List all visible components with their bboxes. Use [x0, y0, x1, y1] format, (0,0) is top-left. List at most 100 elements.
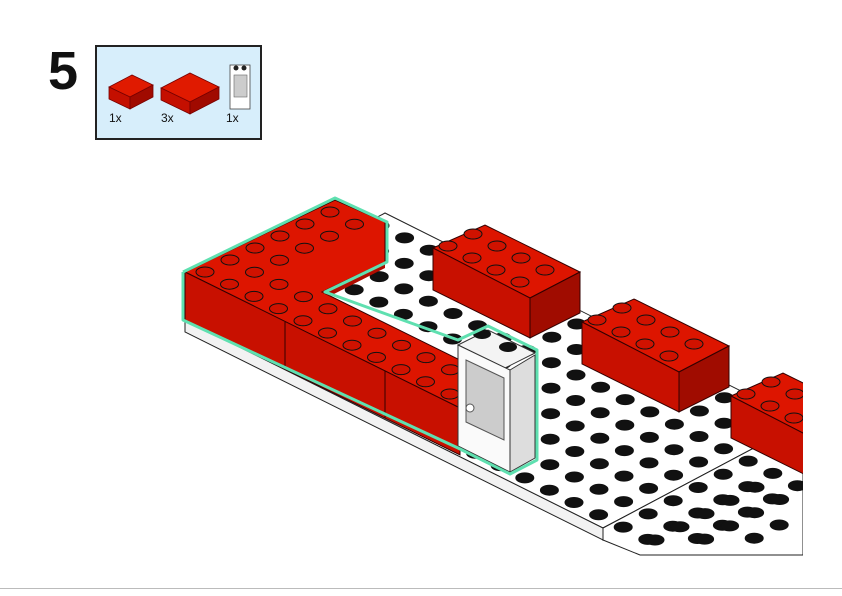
baseplate-stud — [395, 232, 415, 244]
baseplate-stud — [566, 395, 586, 406]
baseplate-stud — [738, 455, 758, 467]
baseplate-stud — [564, 471, 584, 483]
baseplate-stud — [745, 481, 765, 493]
brick-stud — [736, 388, 756, 400]
wall-stud — [416, 376, 435, 388]
baseplate-stud — [614, 445, 634, 457]
baseplate-stud — [589, 483, 609, 495]
wall-stud — [367, 327, 387, 339]
baseplate-stud — [418, 295, 438, 307]
baseplate-stud — [591, 381, 611, 393]
baseplate-stud — [645, 534, 665, 546]
wall-stud — [392, 339, 411, 351]
wall-stud — [416, 352, 436, 364]
door-frame-icon — [229, 64, 251, 110]
baseplate-stud — [695, 533, 715, 545]
baseplate-stud — [714, 417, 734, 429]
brick-stud — [487, 240, 507, 252]
baseplate-stud — [745, 507, 765, 519]
baseplate-stud — [664, 444, 684, 456]
baseplate-stud — [688, 482, 708, 493]
brick-stud — [587, 314, 607, 326]
brick-stud — [510, 276, 530, 288]
wall-stud — [220, 278, 239, 290]
wall-stud — [343, 315, 362, 327]
wall-stud — [270, 254, 289, 266]
part-quantity: 1x — [109, 111, 122, 125]
baseplate-stud — [615, 419, 635, 431]
parts-callout: 1x 3x 1x — [95, 45, 262, 140]
baseplate-stud — [787, 480, 803, 492]
baseplate-stud — [689, 431, 709, 442]
baseplate-stud — [369, 296, 389, 308]
baseplate-stud — [770, 494, 790, 505]
wall-stud — [245, 242, 265, 254]
baseplate-stud — [664, 469, 684, 481]
brick-stud — [659, 350, 679, 362]
page-bottom-rule — [0, 588, 842, 589]
baseplate-stud — [539, 484, 559, 496]
brick-studs — [438, 228, 803, 424]
wall-stud — [391, 364, 411, 376]
red-brick-2x4 — [580, 298, 731, 413]
baseplate-stud — [541, 408, 561, 420]
brick-2x3-icon — [108, 74, 154, 110]
wall-stud — [294, 291, 313, 303]
part-quantity: 3x — [161, 111, 174, 125]
brick-stud — [660, 326, 680, 338]
wall-stud — [293, 315, 313, 327]
brick-stud — [785, 388, 803, 400]
wall-stud — [320, 230, 339, 242]
baseplate-stud — [639, 457, 659, 469]
baseplate-stud — [590, 432, 610, 444]
baseplate-stud — [566, 369, 586, 381]
brick-stud — [438, 240, 458, 252]
wall-stud — [440, 388, 460, 400]
brick-stud — [636, 314, 656, 326]
brick-2x4-icon — [160, 72, 220, 115]
baseplate-stud — [714, 443, 734, 455]
baseplate-stud — [565, 446, 585, 457]
baseplate-stud — [565, 420, 585, 432]
step-number: 5 — [48, 41, 79, 101]
baseplate-stud — [540, 433, 560, 445]
baseplate-stud — [769, 519, 789, 531]
wall-stud — [244, 290, 264, 302]
baseplate-stud — [670, 521, 690, 533]
red-brick-2x4 — [431, 224, 582, 339]
brick-stud — [535, 264, 555, 276]
wall-stud — [342, 339, 362, 351]
brick-stud — [760, 400, 780, 412]
brick-stud — [486, 264, 506, 276]
wall-stud — [318, 303, 338, 315]
brick-stud — [684, 338, 704, 350]
baseplate-stud — [589, 458, 609, 470]
wall-stud — [441, 364, 460, 376]
baseplate-stud — [564, 497, 584, 508]
wall-stud — [195, 266, 215, 278]
baseplate-stud — [541, 382, 561, 394]
baseplate-stud — [615, 394, 635, 406]
wall-stud — [269, 303, 288, 315]
baseplate-stud — [515, 472, 535, 484]
brick-stud — [611, 326, 631, 338]
brick-stud — [462, 252, 482, 264]
brick-stud — [635, 338, 655, 350]
baseplate-stud — [639, 431, 659, 443]
brick-stud — [511, 252, 531, 264]
baseplate-stud — [663, 495, 683, 507]
wall-stud — [270, 230, 290, 242]
wall-stud — [220, 254, 240, 266]
wall-stud — [345, 218, 364, 230]
baseplate-stud — [689, 456, 709, 468]
baseplate-stud — [613, 521, 633, 533]
baseplate-stud — [720, 520, 740, 532]
baseplate-stud — [638, 508, 658, 520]
parts-icons — [108, 64, 251, 115]
baseplate-stud — [344, 284, 364, 296]
baseplate-stud — [369, 271, 389, 283]
baseplate-stud — [540, 459, 560, 471]
brick-stud — [761, 376, 781, 388]
door-frame — [456, 329, 537, 473]
